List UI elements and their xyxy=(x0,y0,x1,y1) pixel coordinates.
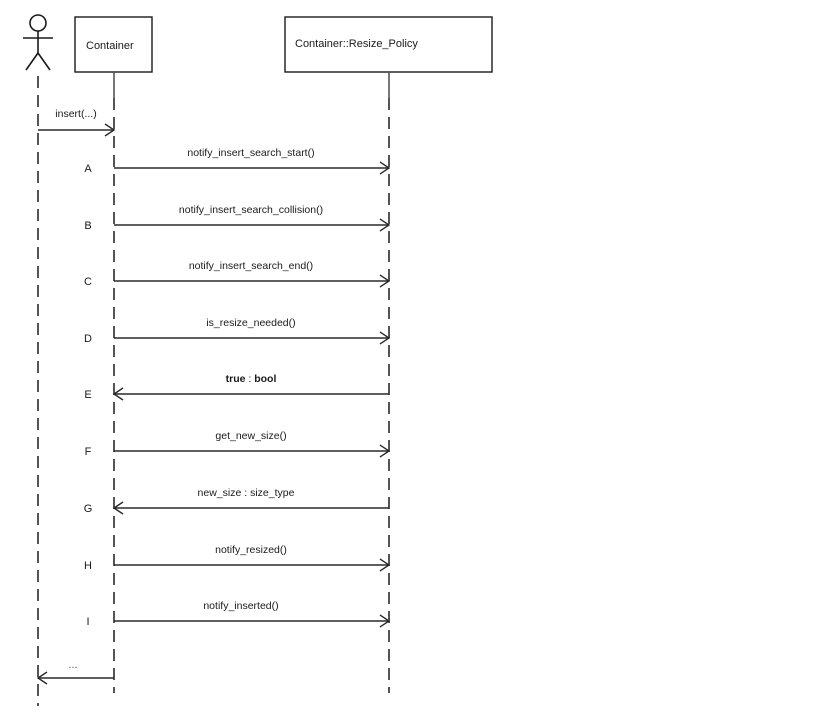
message-f[interactable]: F get_new_size() xyxy=(85,430,391,458)
message-label-e-name: true xyxy=(226,373,246,385)
message-label-e: true : bool xyxy=(226,373,277,385)
resize-policy-box-label: Container::Resize_Policy xyxy=(295,38,418,50)
participant-actor[interactable] xyxy=(23,14,53,706)
message-h[interactable]: H notify_resized() xyxy=(84,544,391,572)
message-label-h: notify_resized() xyxy=(215,544,287,556)
participant-resize-policy[interactable]: Container::Resize_Policy xyxy=(284,16,493,693)
message-c[interactable]: C notify_insert_search_end() xyxy=(84,260,391,288)
step-letter-d: D xyxy=(84,333,92,345)
step-letter-e: E xyxy=(84,389,91,401)
step-letter-a: A xyxy=(84,163,92,175)
arrowhead-right-insert xyxy=(104,123,116,137)
arrowhead-left-e xyxy=(112,387,124,401)
step-letter-g: G xyxy=(84,503,93,515)
message-label-final-return: ... xyxy=(68,659,77,671)
arrowhead-left-final-return xyxy=(36,671,48,685)
step-letter-b: B xyxy=(84,220,91,232)
message-final-return[interactable]: ... xyxy=(36,659,114,685)
step-letter-c: C xyxy=(84,276,92,288)
arrowhead-right-c xyxy=(379,274,391,288)
arrowhead-right-h xyxy=(379,558,391,572)
arrowhead-right-f xyxy=(379,444,391,458)
message-insert[interactable]: insert(...) xyxy=(38,108,116,137)
message-label-f: get_new_size() xyxy=(215,430,286,442)
message-label-insert: insert(...) xyxy=(55,108,96,120)
step-letter-h: H xyxy=(84,560,92,572)
message-a[interactable]: A notify_insert_search_start() xyxy=(84,147,391,175)
message-d[interactable]: D is_resize_needed() xyxy=(84,317,391,345)
message-e[interactable]: E true : bool xyxy=(84,373,389,401)
container-box[interactable] xyxy=(74,16,153,73)
arrowhead-right-b xyxy=(379,218,391,232)
message-label-e-separator: : xyxy=(245,373,254,385)
container-box-label: Container xyxy=(86,40,134,52)
message-i[interactable]: I notify_inserted() xyxy=(86,600,391,628)
message-g[interactable]: G new_size : size_type xyxy=(84,487,389,515)
arrowhead-right-d xyxy=(379,331,391,345)
message-label-d: is_resize_needed() xyxy=(206,317,295,329)
actor-leg-right-icon xyxy=(37,52,51,71)
arrowhead-right-a xyxy=(379,161,391,175)
message-label-c: notify_insert_search_end() xyxy=(189,260,313,272)
actor-head-icon xyxy=(29,14,47,32)
actor-leg-left-icon xyxy=(25,52,39,71)
arrowhead-right-i xyxy=(379,614,391,628)
message-label-a: notify_insert_search_start() xyxy=(187,147,314,159)
message-label-g: new_size : size_type xyxy=(198,487,295,499)
resize-policy-box[interactable] xyxy=(284,16,493,73)
message-label-b: notify_insert_search_collision() xyxy=(179,204,323,216)
message-label-e-type: bool xyxy=(254,373,276,385)
step-letter-i: I xyxy=(86,616,89,628)
step-letter-f: F xyxy=(85,446,92,458)
arrowhead-left-g xyxy=(112,501,124,515)
message-label-i: notify_inserted() xyxy=(203,600,278,612)
message-b[interactable]: B notify_insert_search_collision() xyxy=(84,204,391,232)
participant-container[interactable]: Container xyxy=(74,16,153,693)
